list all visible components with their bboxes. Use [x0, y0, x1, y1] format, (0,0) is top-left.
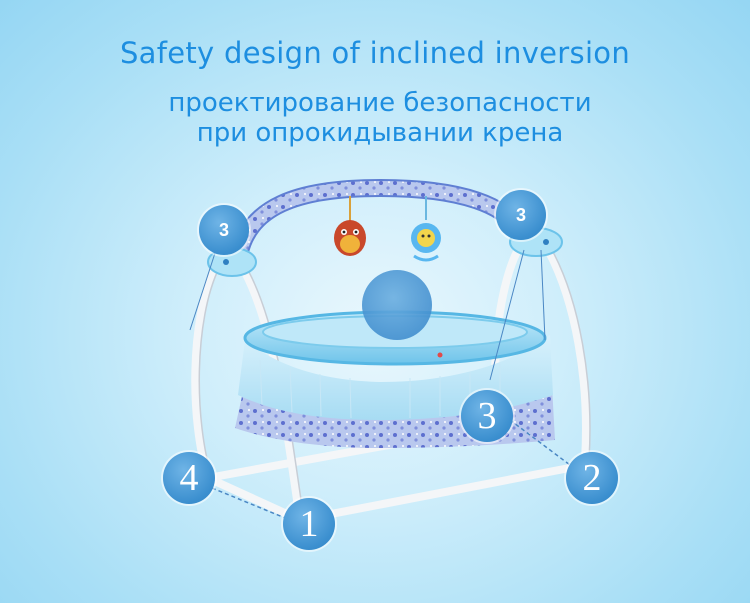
canopy-arch: [229, 178, 529, 271]
headline-russian-line2: при опрокидывании крена: [196, 118, 564, 148]
marker-3-top-left: 3: [199, 205, 249, 255]
marker-3-top-right: 3: [496, 190, 546, 240]
marker-1-front-foot: 1: [283, 498, 335, 550]
headline-english: Safety design of inclined inversion: [119, 36, 631, 70]
connector-lines: [211, 419, 571, 521]
marker-2-right-foot: 2: [566, 452, 618, 504]
bird-toy-icon: [334, 196, 366, 256]
marker-3-front-right: 3: [461, 390, 513, 442]
center-marker: [362, 270, 432, 340]
flower-toy-icon: [411, 196, 441, 262]
marker-4-left-foot: 4: [163, 452, 215, 504]
headline-russian-line1: проектирование безопасности: [168, 88, 592, 118]
